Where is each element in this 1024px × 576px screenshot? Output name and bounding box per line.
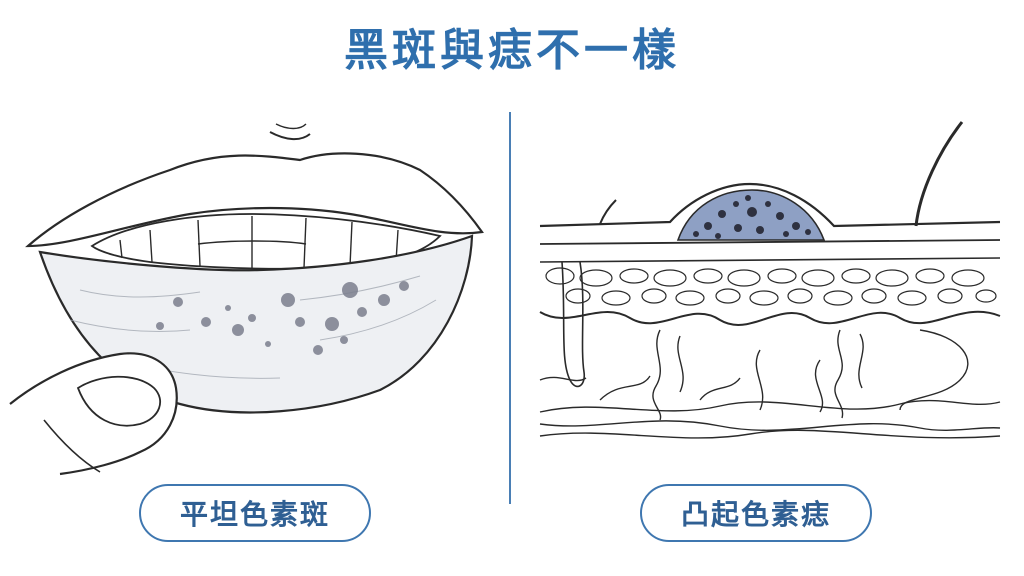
raised-mole-text: 凸起色素痣 xyxy=(680,498,831,531)
flat-pigment-spot-text: 平坦色素斑 xyxy=(179,498,330,531)
raised-mole-label: 凸起色素痣 xyxy=(640,484,872,542)
center-divider xyxy=(509,112,511,504)
page-title: 黑斑與痣不一樣 xyxy=(344,25,680,76)
flat-pigment-spot-label: 平坦色素斑 xyxy=(139,484,371,542)
